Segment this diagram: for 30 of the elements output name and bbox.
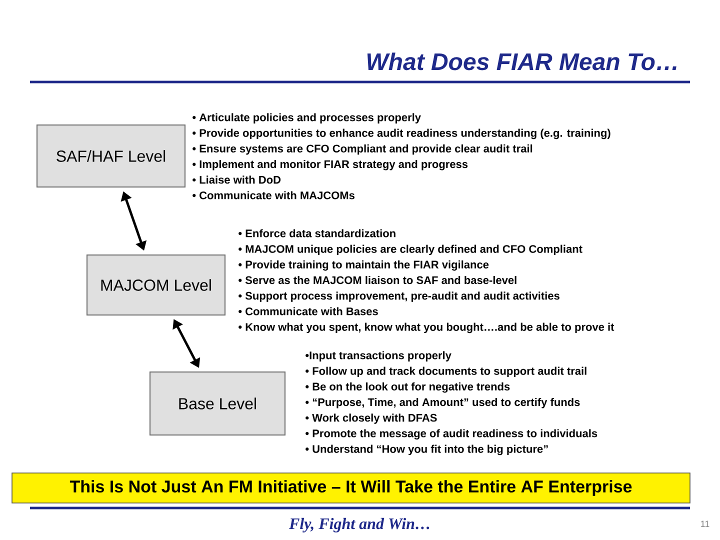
- level-box: MAJCOM Level: [86, 254, 226, 316]
- node-label: • Communicate with MAJCOMs: [192, 191, 354, 200]
- node-label: • “Purpose, Time, and Amount” used to certify funds: [306, 398, 580, 408]
- bullet-list: • Enforce data standardization • MAJCOM unique policies are clearly defined and CFO Compliant • Provide training to maintain the FIAR vigilance • Serve as the MAJCOM liaison to SAF and base-level • Support process improvement, pre-audit and audit activities • Communicate with Bases • Know what you spent, know what you bought….and be able to prove it: [238, 229, 614, 334]
- title: What Does FIAR Mean To…: [367, 52, 676, 70]
- node-label: • Enforce data standardization: [238, 229, 396, 238]
- node-label: • Articulate policies and processes properly: [192, 113, 421, 124]
- node-label: • Communicate with Bases: [238, 307, 378, 316]
- node-label: • Promote the message of audit readiness to individuals: [306, 429, 598, 440]
- node-label: • Know what you spent, know what you bought….and be able to prove it: [238, 322, 614, 334]
- node-label: • Support process improvement, pre-audit and audit activities: [238, 292, 560, 302]
- motto: Fly, Fight and Win…: [289, 518, 430, 532]
- node-label: • Liaise with DoD: [192, 176, 281, 184]
- node-label: • Provide training to maintain the FIAR vigilance: [238, 260, 489, 271]
- node-label: • MAJCOM unique policies are clearly defined and CFO Compliant: [238, 244, 582, 256]
- node-label: • Understand “How you fit into the big picture”: [306, 444, 548, 456]
- node-label: • Ensure systems are CFO Compliant and provide clear audit trail: [192, 144, 532, 155]
- bullet-list: •Input transactions properly • Follow up and track documents to support audit trail • Be on the look out for negative trends • “Purpose, Time, and Amount” used to certify funds • Work closely with DFAS • Promote the message of audit readiness to individuals • Understand “How you fit into the big picture”: [306, 351, 598, 456]
- slide-number: 11: [701, 520, 710, 527]
- node-label: • Serve as the MAJCOM liaison to SAF and base-level: [238, 276, 516, 284]
- node-label: • Implement and monitor FIAR strategy and progress: [192, 160, 468, 170]
- level-box: SAF/HAF Level: [36, 124, 186, 188]
- node-label: • Follow up and track documents to support audit trail: [306, 366, 586, 378]
- level-box: Base Level: [150, 372, 286, 436]
- node-label: • Provide opportunities to enhance audit readiness understanding (e.g. training): [192, 128, 610, 140]
- bullet-list: • Articulate policies and processes properly • Provide opportunities to enhance audit readiness understanding (e.g. training) • Ensure systems are CFO Compliant and provide clear audit trail • Implement and monitor FIAR strategy and progress • Liaise with DoD • Communicate with MAJCOMs: [192, 113, 610, 200]
- node-label: •Input transactions properly: [306, 351, 452, 362]
- node-label: • Work closely with DFAS: [306, 414, 437, 424]
- node-label: • Be on the look out for negative trends: [306, 382, 510, 393]
- banner: This Is Not Just An FM Initiative – It Will Take the Entire AF Enterprise: [12, 472, 690, 504]
